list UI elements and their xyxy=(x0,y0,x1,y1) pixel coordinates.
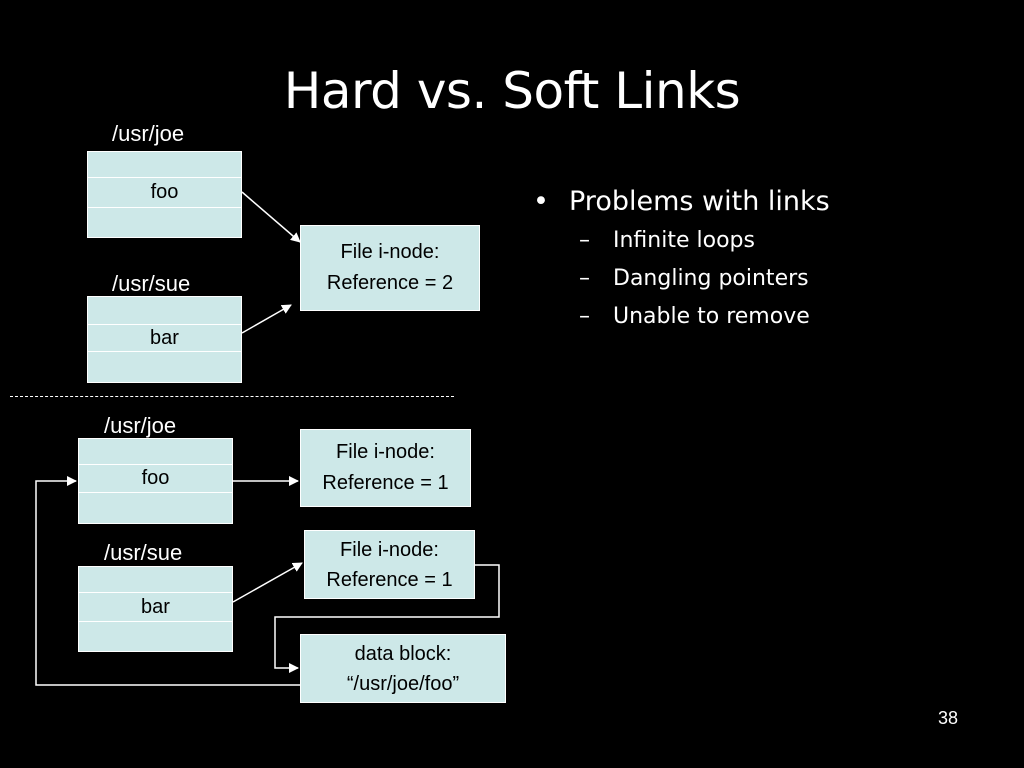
bullet-list: • Problems with links – Infinite loops –… xyxy=(533,182,830,336)
soft-joe-inode-box: File i-node: Reference = 1 xyxy=(300,429,471,507)
hard-sue-directory: bar xyxy=(87,296,242,383)
soft-sue-directory: bar xyxy=(78,566,233,652)
soft-joe-inode-line1: File i-node: xyxy=(336,441,435,463)
bullet-main: • Problems with links xyxy=(533,182,830,222)
sub-bullet: – Infinite loops xyxy=(533,222,830,260)
soft-sue-inode-box: File i-node: Reference = 1 xyxy=(304,530,475,599)
soft-joe-dir-label: /usr/joe xyxy=(104,413,177,438)
sub-bullet: – Dangling pointers xyxy=(533,260,830,298)
soft-joe-directory: foo xyxy=(78,438,233,524)
hard-inode-box: File i-node: Reference = 2 xyxy=(300,225,480,311)
soft-sue-entry: bar xyxy=(79,592,232,622)
slide-title: Hard vs. Soft Links xyxy=(283,62,741,120)
sub-bullet-text: Infinite loops xyxy=(613,228,755,253)
sub-bullet-text: Dangling pointers xyxy=(613,266,809,291)
hard-joe-to-inode-arrow xyxy=(241,191,301,243)
hard-joe-entry: foo xyxy=(88,177,241,208)
hard-sue-entry: bar xyxy=(88,324,241,352)
data-block-line2: “/usr/joe/foo” xyxy=(346,672,460,695)
soft-sue-dir-label: /usr/sue xyxy=(104,540,183,565)
page-number: 38 xyxy=(938,708,959,728)
section-divider xyxy=(10,396,454,397)
data-block-line1: data block: xyxy=(354,642,452,665)
hard-inode-line1: File i-node: xyxy=(340,241,440,263)
bullet-dot: • xyxy=(533,186,549,217)
soft-sue-to-inode-arrow xyxy=(232,562,303,603)
soft-sue-inode-line1: File i-node: xyxy=(340,538,439,561)
soft-sue-inode-line2: Reference = 1 xyxy=(326,568,453,591)
sub-bullet: – Unable to remove xyxy=(533,298,830,336)
hard-joe-directory: foo xyxy=(87,151,242,238)
sub-bullet-dash: – xyxy=(579,228,590,253)
sub-bullet-dash: – xyxy=(579,266,590,291)
soft-inode-to-datablock-arrow xyxy=(274,564,500,673)
soft-joe-inode-line2: Reference = 1 xyxy=(322,472,449,494)
sub-bullet-dash: – xyxy=(579,304,590,329)
datablock-to-joe-entry-arrow xyxy=(35,476,300,686)
hard-sue-dir-label: /usr/sue xyxy=(112,271,191,296)
hard-sue-to-inode-arrow xyxy=(241,304,292,334)
data-block-box: data block: “/usr/joe/foo” xyxy=(300,634,506,703)
hard-joe-dir-label: /usr/joe xyxy=(112,121,185,146)
bullet-main-text: Problems with links xyxy=(569,186,830,217)
sub-bullet-text: Unable to remove xyxy=(613,304,810,329)
hard-inode-line2: Reference = 2 xyxy=(326,272,454,294)
soft-joe-entry: foo xyxy=(79,464,232,493)
